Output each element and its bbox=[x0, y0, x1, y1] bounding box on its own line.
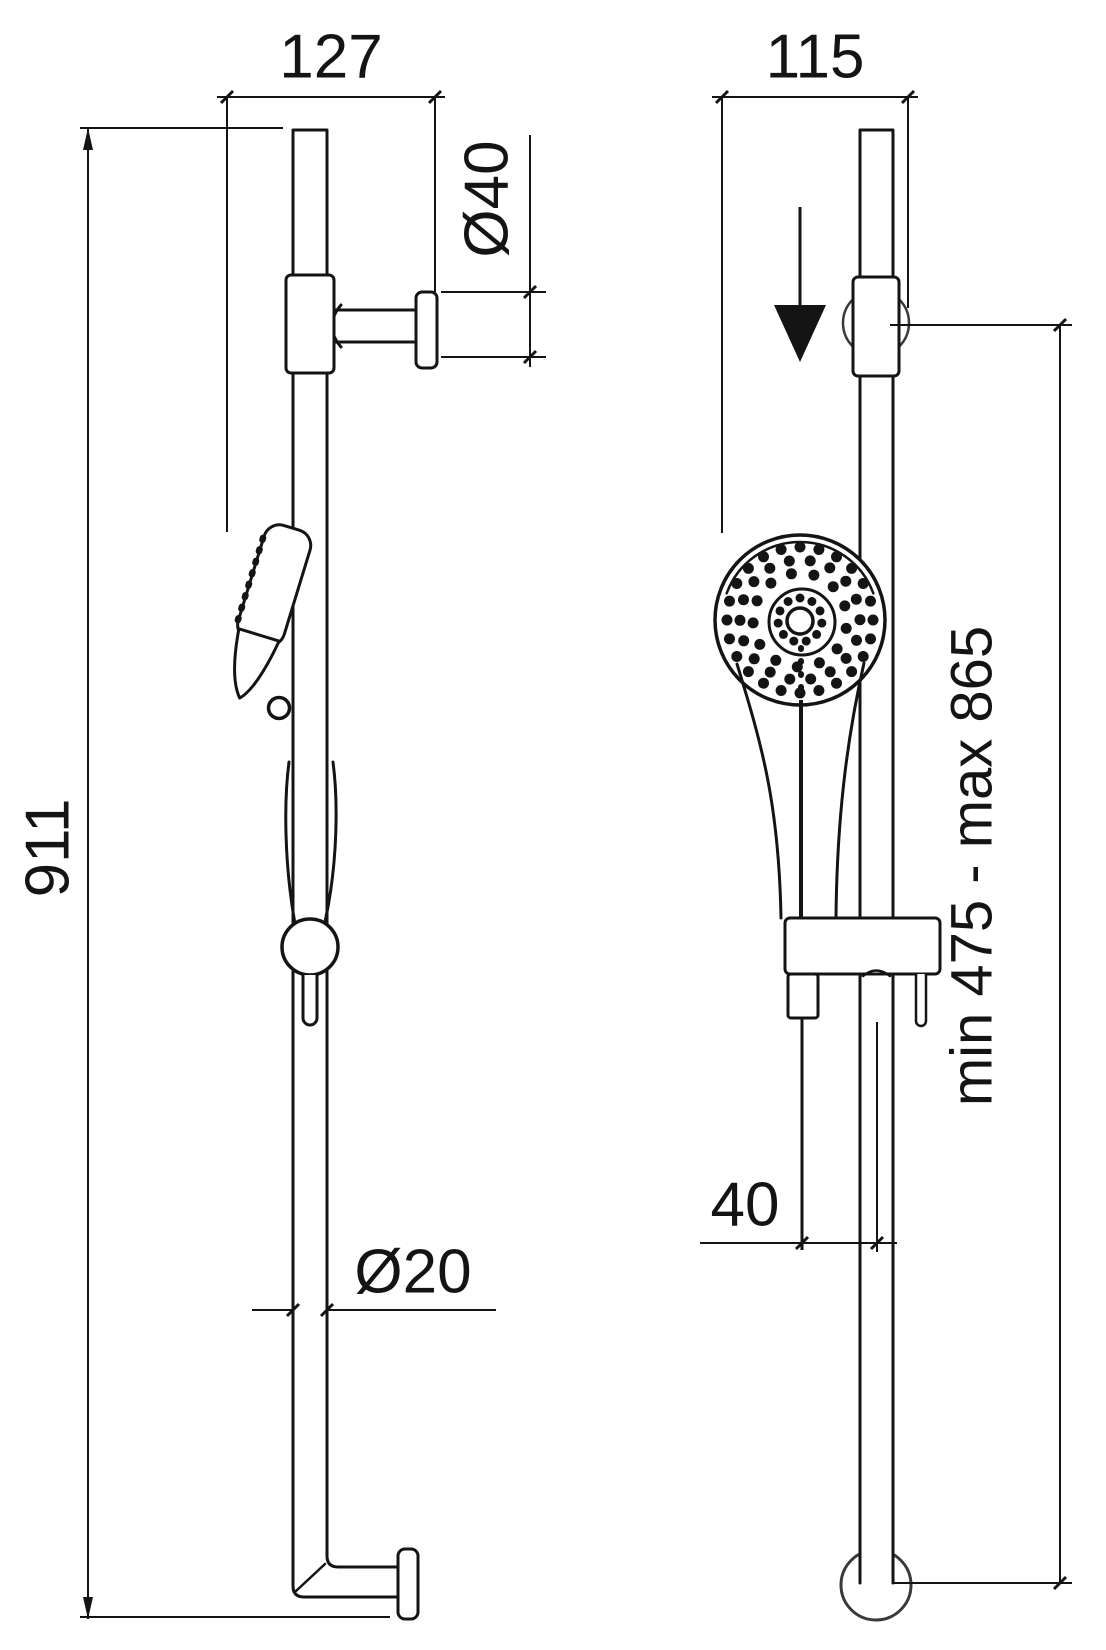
front-holder-pin bbox=[914, 974, 928, 1028]
down-arrow-icon bbox=[774, 207, 826, 362]
dim-40-offset-label: 40 bbox=[711, 1171, 780, 1240]
side-wall-bracket bbox=[284, 273, 439, 375]
dim-dia40-label: Ø40 bbox=[453, 140, 522, 257]
side-hose-pin bbox=[301, 975, 319, 1027]
front-nozzles-inner bbox=[773, 593, 827, 646]
dim-911-label: 911 bbox=[14, 799, 83, 898]
side-slider-knob bbox=[280, 917, 340, 977]
dim-dia20-label: Ø20 bbox=[354, 1238, 471, 1307]
side-bottom-elbow-chamfer bbox=[294, 1562, 327, 1593]
spray-face-texture bbox=[234, 534, 267, 624]
side-holder-profile bbox=[284, 760, 338, 926]
front-hose-connector bbox=[786, 972, 820, 1020]
dim-115: 115 bbox=[712, 23, 918, 105]
side-handset bbox=[233, 523, 313, 700]
side-handset-hook bbox=[266, 695, 292, 721]
front-holder-collar bbox=[861, 969, 892, 978]
front-holder bbox=[783, 916, 942, 976]
dim-115-label: 115 bbox=[766, 23, 865, 92]
dim-height-range: min 475 - max 865 bbox=[890, 317, 1072, 1591]
front-extension-lines bbox=[721, 97, 909, 533]
dim-height-range-label: min 475 - max 865 bbox=[940, 626, 1005, 1106]
dim-127: 127 bbox=[217, 23, 445, 105]
dim-127-label: 127 bbox=[279, 23, 382, 92]
front-view: 115 min 475 - max 865 40 bbox=[700, 23, 1072, 1622]
front-handle bbox=[735, 661, 866, 920]
dim-911: 911 bbox=[14, 128, 93, 1619]
front-slider-sleeve bbox=[851, 275, 901, 378]
side-bottom-flange bbox=[396, 1547, 420, 1621]
front-head-center bbox=[785, 606, 815, 636]
side-view: 127 Ø40 911 Ø20 bbox=[14, 23, 546, 1621]
dim-40-offset: 40 bbox=[700, 1022, 897, 1252]
dim-dia40: Ø40 bbox=[453, 135, 538, 367]
front-nozzles-outer bbox=[721, 541, 879, 699]
dim-dia20: Ø20 bbox=[285, 1238, 472, 1318]
